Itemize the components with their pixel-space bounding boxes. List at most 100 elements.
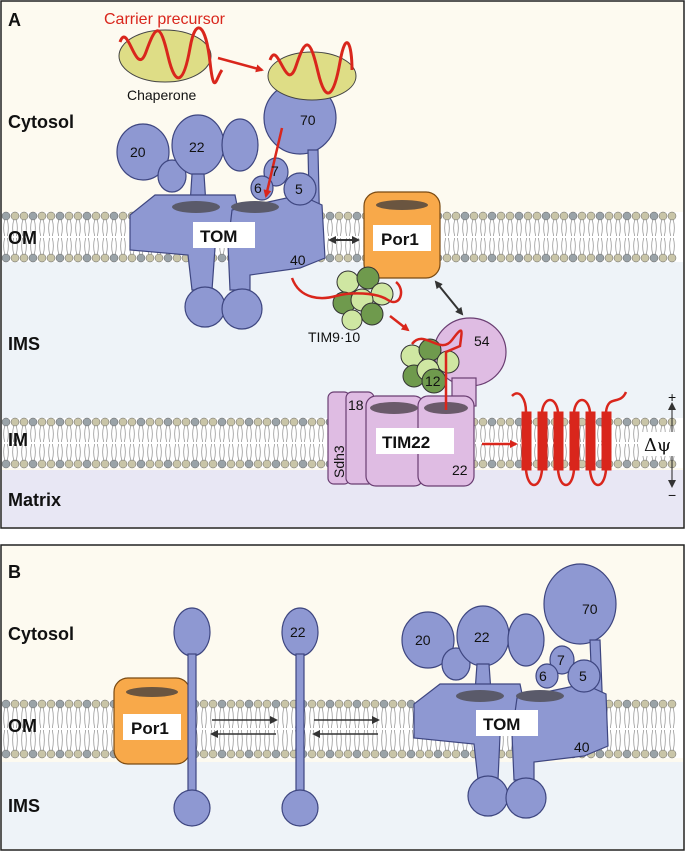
lipid-tail bbox=[327, 729, 333, 751]
lipid-head bbox=[91, 253, 101, 263]
lipid-tail bbox=[480, 425, 486, 443]
tim910-label: TIM9·10 bbox=[308, 329, 360, 345]
lipid-head bbox=[136, 253, 146, 263]
tom6-num-a: 6 bbox=[254, 180, 262, 196]
lipid-tail bbox=[93, 219, 99, 237]
tom22-receptor-2 bbox=[221, 118, 259, 172]
lipid-head bbox=[442, 211, 452, 221]
lipid-tail bbox=[192, 425, 198, 443]
lipid-tail bbox=[624, 237, 630, 255]
lipid-tail bbox=[507, 237, 513, 255]
lipid-tail bbox=[543, 237, 549, 255]
lipid-head bbox=[37, 749, 47, 759]
tom22-free-left-head bbox=[173, 607, 211, 657]
lipid-head bbox=[37, 253, 47, 263]
tim910-complex-a bbox=[332, 266, 394, 331]
lipid-head bbox=[226, 417, 236, 427]
lipid-tail bbox=[363, 729, 369, 751]
lipid-tail bbox=[345, 707, 351, 729]
lipid-tail bbox=[624, 425, 630, 443]
lipid-tail bbox=[12, 729, 18, 751]
lipid-tail bbox=[228, 425, 234, 443]
lipid-tail bbox=[156, 425, 162, 443]
lipid-head bbox=[604, 211, 614, 221]
lipid-tail bbox=[525, 237, 531, 255]
lipid-tail bbox=[102, 425, 108, 443]
tom22-receptor-2-b bbox=[507, 613, 545, 667]
lipid-tail bbox=[309, 707, 315, 729]
lipid-head bbox=[397, 749, 407, 759]
tom70-num-a: 70 bbox=[300, 112, 316, 128]
lipid-tail bbox=[111, 443, 117, 461]
lipid-tail bbox=[354, 707, 360, 729]
lipid-tail bbox=[75, 219, 81, 237]
tim18-num: 18 bbox=[348, 397, 364, 413]
lipid-head bbox=[10, 459, 20, 469]
tom20-num-b: 20 bbox=[415, 632, 431, 648]
panel-b-letter: B bbox=[8, 562, 21, 582]
tim22-num: 22 bbox=[452, 462, 468, 478]
lipid-tail bbox=[120, 425, 126, 443]
lipid-head bbox=[514, 253, 524, 263]
lipid-tail bbox=[21, 219, 27, 237]
lipid-tail bbox=[156, 443, 162, 461]
lipid-head bbox=[388, 699, 398, 709]
lipid-tail bbox=[264, 425, 270, 443]
lipid-tail bbox=[624, 219, 630, 237]
lipid-tail bbox=[21, 237, 27, 255]
lipid-tail bbox=[93, 425, 99, 443]
lipid-tail bbox=[633, 219, 639, 237]
lipid-head bbox=[199, 699, 209, 709]
lipid-tail bbox=[129, 425, 135, 443]
lipid-head bbox=[82, 699, 92, 709]
lipid-tail bbox=[12, 237, 18, 255]
lipid-head bbox=[145, 459, 155, 469]
lipid-tail bbox=[57, 707, 63, 729]
lipid-tail bbox=[237, 425, 243, 443]
lipid-tail bbox=[93, 443, 99, 461]
lipid-tail bbox=[624, 729, 630, 751]
lipid-tail bbox=[147, 443, 153, 461]
tom-pore-left bbox=[172, 201, 220, 213]
lipid-head bbox=[109, 253, 119, 263]
lipid-tail bbox=[588, 219, 594, 237]
lipid-tail bbox=[102, 219, 108, 237]
tim22-label-box bbox=[376, 428, 454, 454]
lipid-head bbox=[100, 253, 110, 263]
lipid-tail bbox=[570, 219, 576, 237]
lipid-tail bbox=[282, 443, 288, 461]
lipid-tail bbox=[48, 443, 54, 461]
lipid-head bbox=[388, 749, 398, 759]
lipid-tail bbox=[597, 219, 603, 237]
panel-a: A Cytosol OM IMS IM Matrix Carrier precu… bbox=[0, 0, 685, 529]
lipid-head bbox=[604, 749, 614, 759]
lipid-head bbox=[55, 211, 65, 221]
lipid-head bbox=[370, 699, 380, 709]
lipid-head bbox=[190, 417, 200, 427]
tim22-label: TIM22 bbox=[382, 433, 430, 452]
lipid-tail bbox=[147, 425, 153, 443]
lipid-tail bbox=[21, 443, 27, 461]
tom40-num-a: 40 bbox=[290, 252, 306, 268]
lipid-head bbox=[82, 253, 92, 263]
label-ims-b: IMS bbox=[8, 796, 40, 816]
lipid-head bbox=[505, 211, 515, 221]
lipid-head bbox=[154, 459, 164, 469]
carrier-helix-1 bbox=[521, 411, 532, 471]
lipid-head bbox=[163, 417, 173, 427]
lipid-tail bbox=[318, 425, 324, 443]
lipid-tail bbox=[489, 219, 495, 237]
lipid-tail bbox=[219, 707, 225, 729]
lipid-head bbox=[640, 253, 650, 263]
tim22-pore-left bbox=[370, 402, 418, 414]
lipid-head bbox=[136, 459, 146, 469]
lipid-head bbox=[64, 417, 74, 427]
lipid-head bbox=[73, 749, 83, 759]
lipid-tail bbox=[138, 443, 144, 461]
lipid-tail bbox=[3, 425, 9, 443]
lipid-head bbox=[208, 459, 218, 469]
panel-a-letter: A bbox=[8, 10, 21, 30]
lipid-head bbox=[100, 211, 110, 221]
chaperone-complex-free bbox=[118, 26, 224, 85]
lipid-tail bbox=[633, 443, 639, 461]
